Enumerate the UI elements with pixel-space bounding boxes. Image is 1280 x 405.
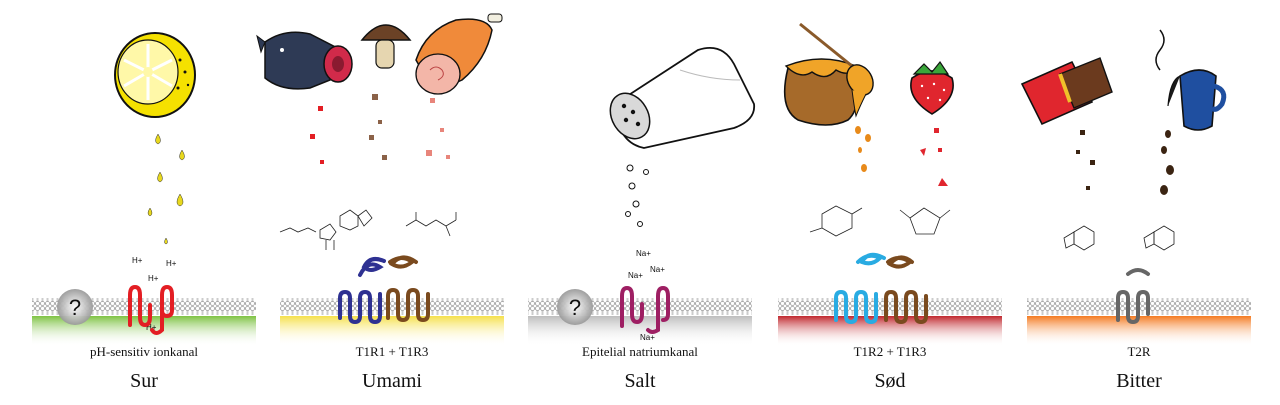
taste-label-sweet: Sød	[874, 370, 906, 392]
ion-label: Na+	[636, 249, 651, 258]
taste-label-salt: Salt	[624, 370, 656, 392]
receptor-label-salt: Epitelial natriumkanal	[582, 344, 698, 359]
honey-pot-icon	[783, 58, 858, 126]
salt-crystals	[625, 164, 649, 227]
sodium-ions: Na+ Na+ Na+ Na+	[628, 249, 665, 342]
bitter-particles	[1076, 130, 1174, 195]
mushroom-icon	[360, 24, 412, 69]
question-mark: ?	[69, 295, 81, 320]
sour-ion-channel	[128, 284, 174, 335]
question-mark: ?	[569, 295, 581, 320]
umami-particles	[310, 94, 450, 164]
umami-receptor-t1r3	[386, 255, 430, 323]
inosinate-structure	[279, 209, 373, 250]
glucose-structure	[809, 205, 863, 237]
caffeine-structure	[1063, 225, 1175, 251]
glutamate-structure	[405, 212, 457, 237]
taste-label-sour: Sur	[130, 370, 158, 392]
bitter-receptor-t2r	[1116, 268, 1150, 325]
receptor-label-sweet: T1R2 + T1R3	[853, 344, 927, 359]
ion-label: H+	[166, 259, 177, 268]
receptor-label-sour: pH-sensitiv ionkanal	[90, 344, 198, 359]
ion-label: H+	[148, 274, 159, 283]
fructose-structure	[899, 207, 951, 235]
sweet-receptor-t1r2	[834, 252, 886, 325]
receptor-label-bitter: T2R	[1127, 344, 1151, 359]
unknown-receptor-marker: ?	[57, 289, 93, 325]
umami-receptor-t1r1	[338, 257, 386, 325]
salt-shaker-icon	[609, 46, 756, 149]
taste-label-bitter: Bitter	[1116, 370, 1162, 392]
receptor-label-umami: T1R1 + T1R3	[355, 344, 429, 359]
strawberry-icon	[910, 60, 954, 115]
sweet-receptor-t1r3	[884, 255, 928, 325]
coffee-mug-icon	[1155, 29, 1227, 131]
ion-label: Na+	[628, 271, 643, 280]
membrane-sweet	[778, 297, 1002, 346]
lemon-juice-drops	[147, 133, 185, 245]
taste-label-umami: Umami	[362, 370, 422, 392]
sweet-drops	[855, 126, 948, 186]
fish-icon	[256, 31, 353, 90]
sodium-channel	[620, 285, 670, 334]
membrane-umami	[280, 297, 504, 346]
lemon-icon	[114, 32, 196, 118]
honey-dipper-icon	[799, 22, 874, 118]
unknown-receptor-marker: ?	[557, 289, 593, 325]
chocolate-bar-icon	[1020, 57, 1113, 126]
ham-icon	[415, 13, 503, 95]
ion-label: Na+	[640, 333, 655, 342]
ion-label: Na+	[650, 265, 665, 274]
proton-ions: H+ H+ H+ H+	[132, 256, 177, 332]
ion-label: H+	[132, 256, 143, 265]
ion-label: H+	[146, 323, 157, 332]
